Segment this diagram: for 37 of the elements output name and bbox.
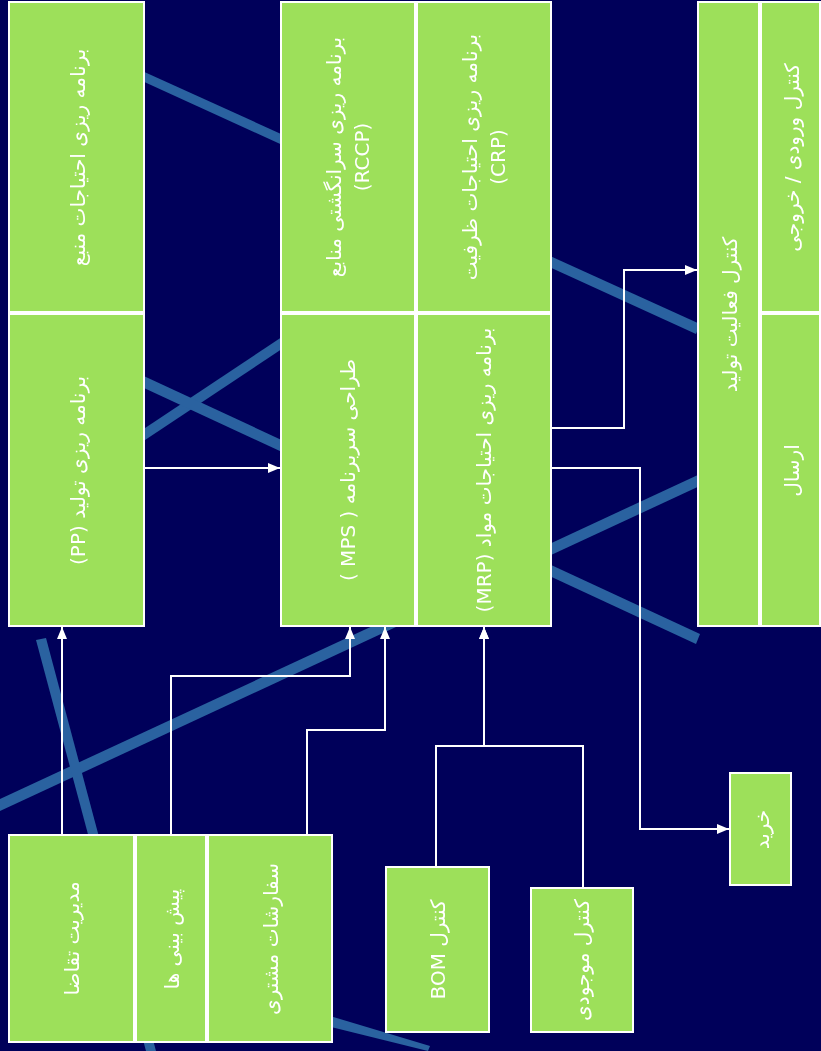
label-text: کنترل موجودی <box>569 899 595 1021</box>
arrow <box>170 626 355 835</box>
arrow <box>479 626 584 888</box>
process-box <box>8 313 145 627</box>
label-text: کنترل ورودی / خروجی <box>777 62 805 252</box>
label-text: برنامه ریزی احتیاجات مواد (MRP) <box>471 327 497 613</box>
process-box <box>729 772 792 886</box>
process-box <box>760 1 821 313</box>
process-box <box>385 866 490 1033</box>
label-text: برنامه ریزی احتیاجات منبع <box>63 48 91 266</box>
label-text: کنترل فعالیت تولید <box>715 236 743 392</box>
process-box <box>8 834 135 1043</box>
arrow <box>144 463 281 473</box>
label-text: پیش بینی ها <box>158 888 185 989</box>
arrow <box>551 467 730 834</box>
label-text: برنامه ریزی احتیاجات ظرفیت (CRP) <box>457 32 511 283</box>
arrow <box>551 265 698 429</box>
process-box <box>416 313 552 627</box>
label-text: برنامه ریزی سرانگشتی منابع (RCCP) <box>321 35 375 280</box>
label-text: طراحی سربرنامه ( MPS ) <box>335 358 361 582</box>
arrow <box>57 626 67 835</box>
label-text: برنامه ریزی تولید (PP) <box>63 375 91 565</box>
process-box <box>8 1 145 313</box>
process-box <box>207 834 333 1043</box>
label-text: کنترل BOM <box>424 899 451 1000</box>
arrow <box>306 626 390 835</box>
process-box <box>760 313 821 627</box>
label-text: مدیریت تقاضا <box>58 881 85 996</box>
process-box <box>280 313 416 627</box>
process-box <box>280 1 416 313</box>
label-text: سفارشات مشتری <box>257 862 284 1015</box>
process-box <box>530 887 634 1033</box>
process-box <box>135 834 207 1043</box>
process-box <box>416 1 552 313</box>
label-text: ارسال <box>777 443 805 497</box>
label-text: خرید <box>747 809 775 849</box>
process-box <box>697 1 760 627</box>
